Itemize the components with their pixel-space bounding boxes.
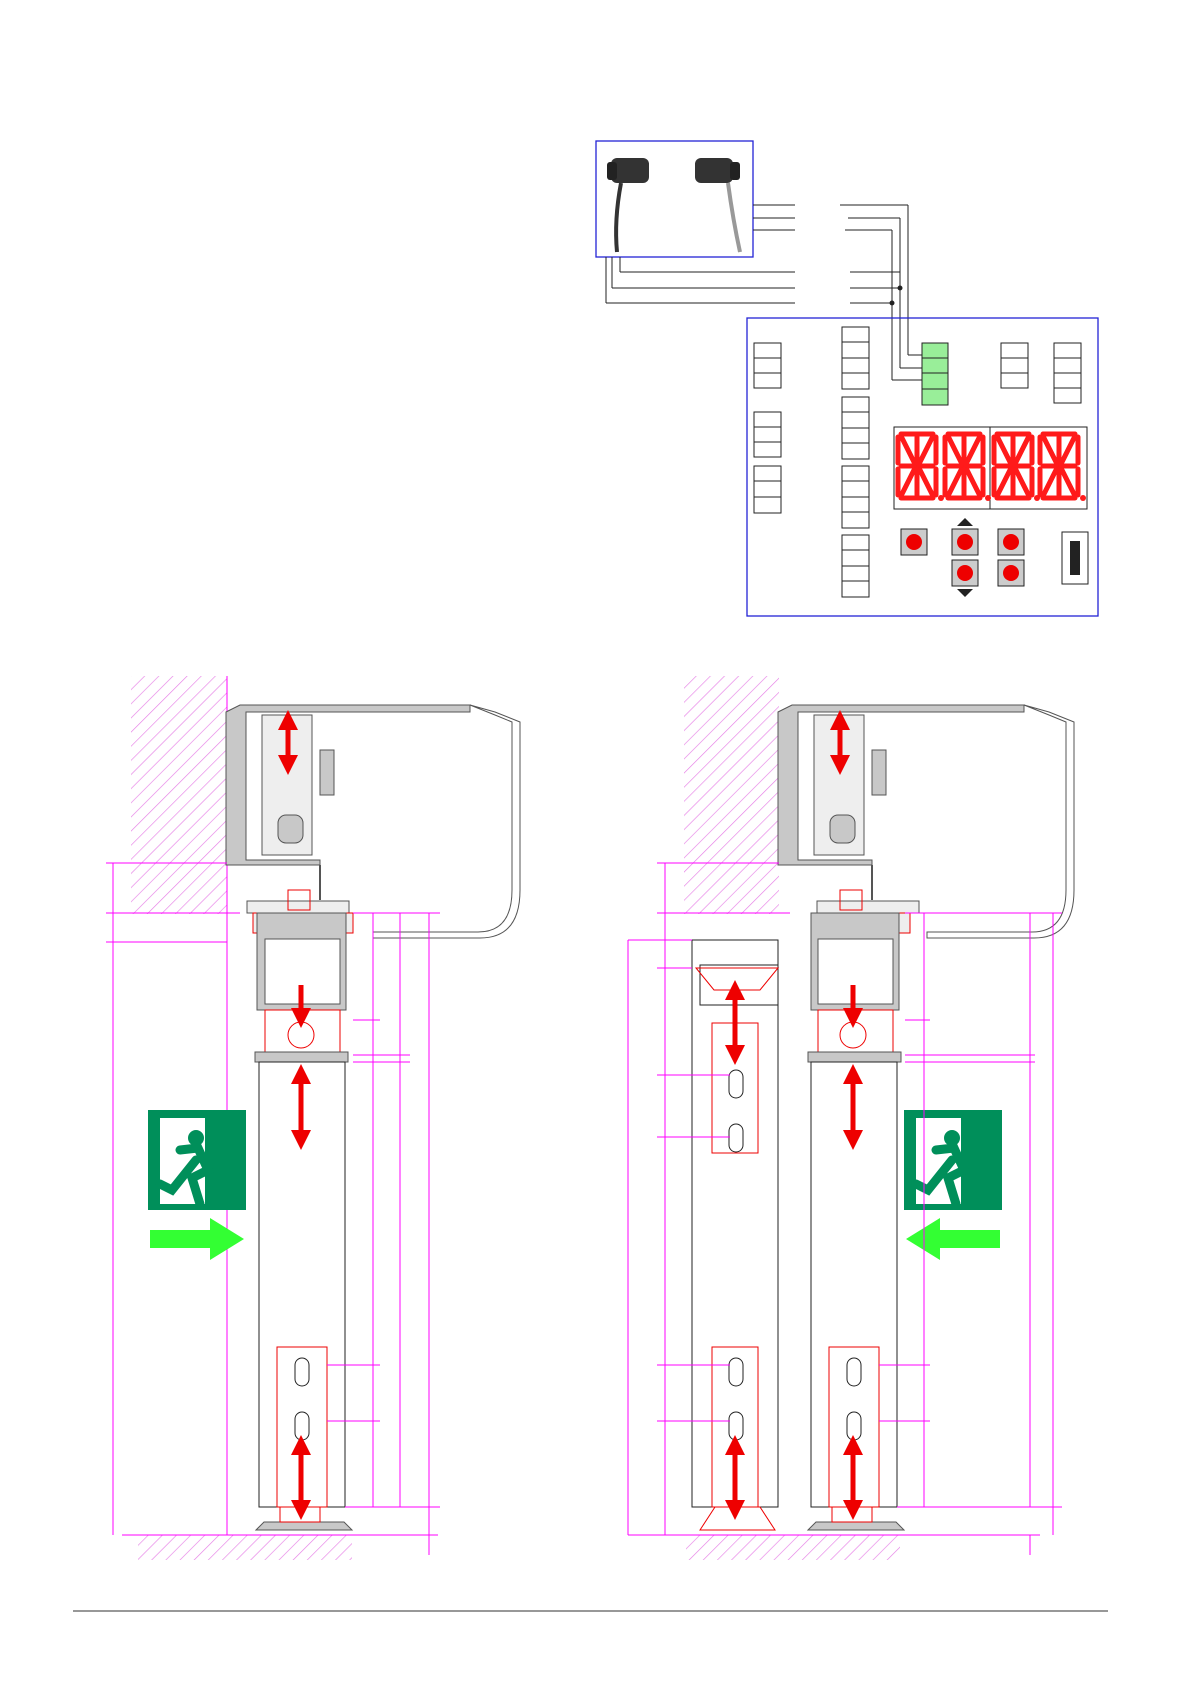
button-down[interactable] xyxy=(952,560,978,586)
sensor-box xyxy=(596,141,753,257)
button-1[interactable] xyxy=(901,529,927,555)
exit-arrow-right-icon xyxy=(150,1218,244,1260)
display-dot xyxy=(985,495,991,501)
button-up[interactable] xyxy=(952,529,978,555)
double-leaf-door-section xyxy=(628,676,1074,1560)
up-arrow-icon xyxy=(957,518,973,526)
photo-sensor-icon xyxy=(695,158,740,252)
sensor-terminal xyxy=(922,343,948,405)
exit-arrow-left-icon xyxy=(906,1218,1000,1260)
single-leaf-door-section xyxy=(106,676,520,1560)
control-unit xyxy=(747,318,1098,616)
slide-switch-icon[interactable] xyxy=(1062,532,1088,584)
button-3[interactable] xyxy=(998,529,1024,555)
exit-sign-icon xyxy=(148,1110,246,1210)
photo-sensor-icon xyxy=(607,158,649,252)
segment-display xyxy=(894,427,1087,509)
exit-sign-icon xyxy=(904,1110,1002,1210)
button-5[interactable] xyxy=(998,560,1024,586)
down-arrow-icon xyxy=(957,589,973,597)
control-buttons xyxy=(901,518,1088,597)
display-dot xyxy=(1080,495,1086,501)
